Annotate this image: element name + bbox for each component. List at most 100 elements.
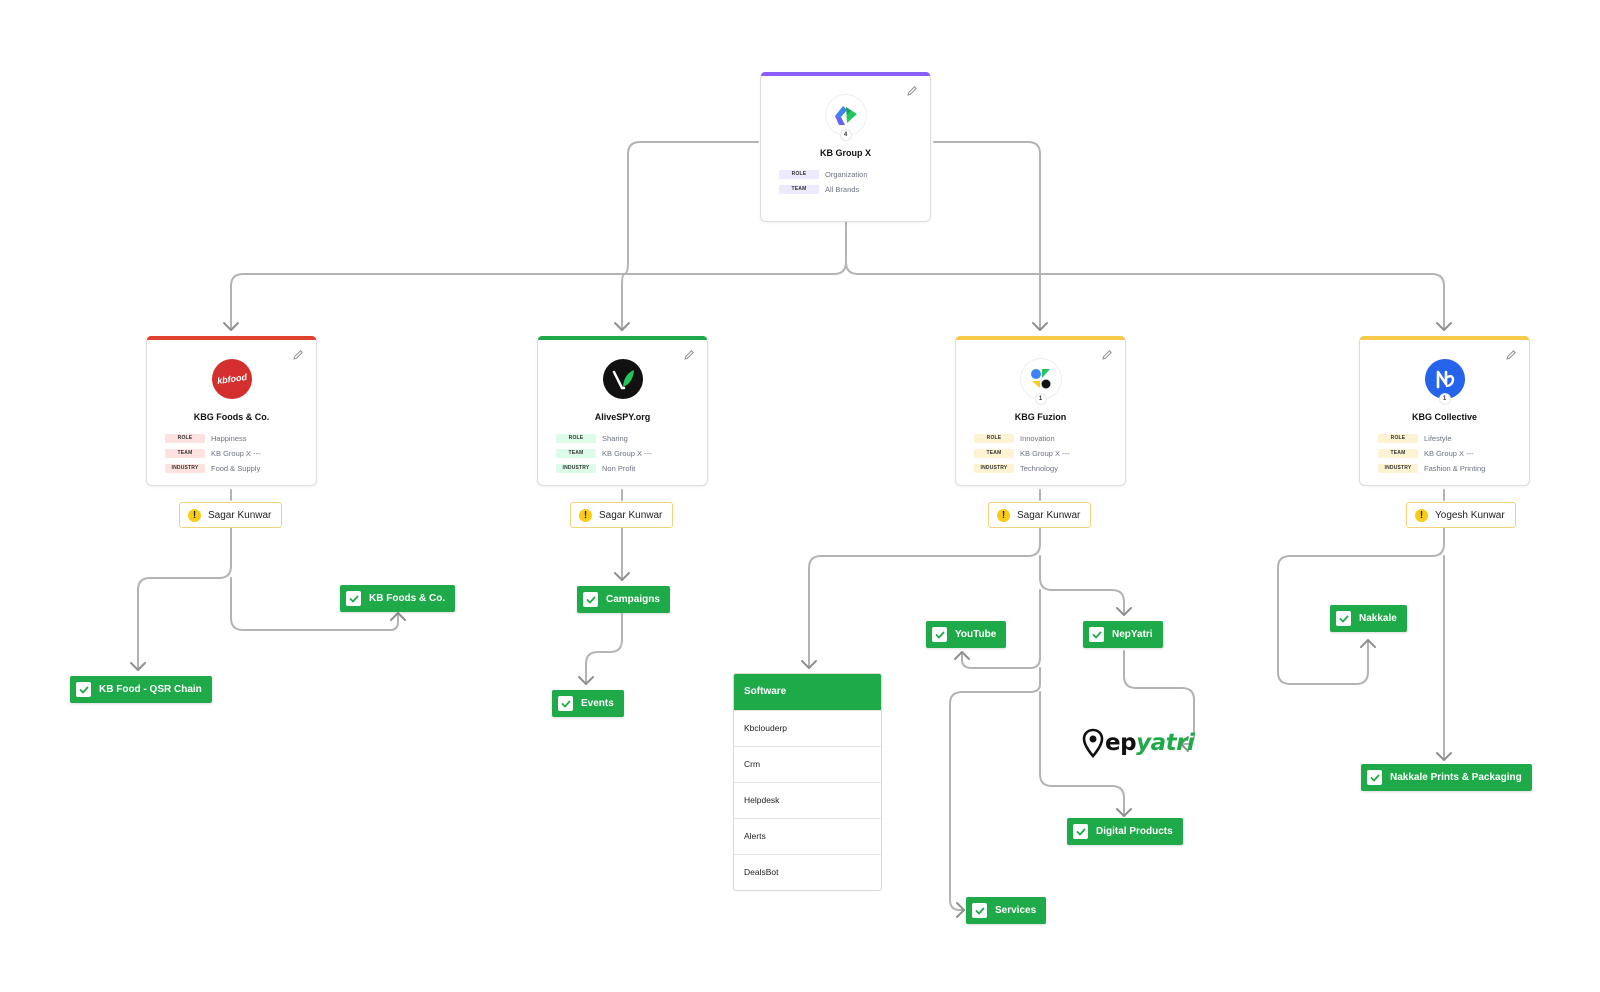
warning-icon: ! [579,508,592,522]
task-youtube[interactable]: YouTube [926,621,1007,648]
software-list: Software Kbclouderp Crm Helpdesk Alerts … [733,673,882,891]
owner-chip-foods[interactable]: ! Sagar Kunwar [179,502,283,528]
child-count-badge: 4 [840,130,851,140]
kbfood-logo-text: kbfood [215,371,248,387]
software-item-dealsbot[interactable]: DealsBot [734,854,881,890]
task-label: Nakkale Prints & Packaging [1390,772,1522,783]
card-title: KBG Fuzion [1014,412,1067,422]
alivespy-leaf-logo [602,359,643,399]
role-tag: ROLE [974,434,1014,443]
warning-icon: ! [1415,508,1428,522]
nepyatri-logo-ep: ep [1105,730,1137,756]
software-item-alerts[interactable]: Alerts [734,818,881,854]
card-title: KBG Foods & Co. [193,412,270,422]
task-events[interactable]: Events [552,690,624,717]
owner-name: Sagar Kunwar [1017,509,1081,521]
kbfood-logo: kbfood [211,359,252,399]
child-count-badge: 1 [1035,394,1046,404]
task-label: Events [581,698,614,709]
task-digital-products[interactable]: Digital Products [1067,818,1183,845]
team-tag: TEAM [556,449,596,458]
task-label: YouTube [955,629,997,640]
owner-name: Yogesh Kunwar [1435,509,1505,521]
role-value: Innovation [1020,434,1055,443]
software-item-crm[interactable]: Crm [734,746,881,782]
card-accent-bar [538,336,707,340]
industry-tag: INDUSTRY [1378,464,1418,473]
edit-pencil-icon[interactable] [292,349,304,361]
role-tag: ROLE [779,170,819,179]
task-nakkale-prints-packaging[interactable]: Nakkale Prints & Packaging [1361,764,1532,791]
role-value: Organization [825,170,868,179]
task-label: Campaigns [606,594,660,605]
task-label: Services [995,905,1037,916]
software-list-header[interactable]: Software [734,674,881,710]
task-nakkale[interactable]: Nakkale [1330,605,1407,632]
owner-chip-collective[interactable]: ! Yogesh Kunwar [1406,502,1516,528]
card-title: KB Group X [820,148,871,158]
software-item-kbclouderp[interactable]: Kbclouderp [734,710,881,746]
task-nepyatri[interactable]: NepYatri [1083,621,1163,648]
checkmark-icon [932,627,947,642]
owner-chip-alivespy[interactable]: ! Sagar Kunwar [570,502,674,528]
org-card-root[interactable]: 4 KB Group X ROLE Organization TEAM All Br… [760,72,931,222]
task-label: KB Foods & Co. [369,593,446,604]
team-value: KB Group X --- [1424,449,1474,458]
checkmark-icon [346,591,361,606]
task-services[interactable]: Services [966,897,1047,924]
task-kb-foods-co[interactable]: KB Foods & Co. [340,585,456,612]
checkmark-icon [76,682,91,697]
team-value: All Brands [825,185,860,194]
checkmark-icon [1073,824,1088,839]
team-value: KB Group X --- [602,449,652,458]
industry-tag: INDUSTRY [556,464,596,473]
software-item-helpdesk[interactable]: Helpdesk [734,782,881,818]
role-value: Sharing [602,434,628,443]
edit-pencil-icon[interactable] [906,85,918,97]
checkmark-icon [972,903,987,918]
edit-pencil-icon[interactable] [1101,349,1113,361]
nepyatri-logo-yatri: yatri [1136,730,1195,756]
industry-value: Non Profit [602,464,636,473]
task-label: Nakkale [1359,613,1397,624]
card-accent-bar [1360,336,1529,340]
checkmark-icon [583,592,598,607]
industry-value: Fashion & Printing [1424,464,1486,473]
industry-tag: INDUSTRY [974,464,1014,473]
task-label: NepYatri [1112,629,1153,640]
task-label: KB Food - QSR Chain [99,684,202,695]
industry-value: Technology [1020,464,1058,473]
checkmark-icon [1089,627,1104,642]
card-title: AliveSPY.org [594,412,651,422]
industry-value: Food & Supply [211,464,261,473]
team-value: KB Group X --- [1020,449,1070,458]
team-tag: TEAM [779,185,819,194]
child-count-badge: 1 [1439,394,1450,404]
owner-chip-fuzion[interactable]: ! Sagar Kunwar [988,502,1092,528]
warning-icon: ! [997,508,1010,522]
edit-pencil-icon[interactable] [683,349,695,361]
card-attributes: ROLE Organization TEAM All Brands [779,167,868,197]
checkmark-icon [1367,770,1382,785]
team-tag: TEAM [165,449,205,458]
warning-icon: ! [188,508,201,522]
task-campaigns[interactable]: Campaigns [577,586,670,613]
role-tag: ROLE [165,434,205,443]
card-accent-bar [956,336,1125,340]
collective-logo [1424,359,1465,399]
checkmark-icon [558,696,573,711]
kb-group-logo [825,95,866,135]
team-tag: TEAM [1378,449,1418,458]
task-kb-food-qsr-chain[interactable]: KB Food - QSR Chain [70,676,212,703]
edit-pencil-icon[interactable] [1505,349,1517,361]
fuzion-logo [1020,359,1061,399]
